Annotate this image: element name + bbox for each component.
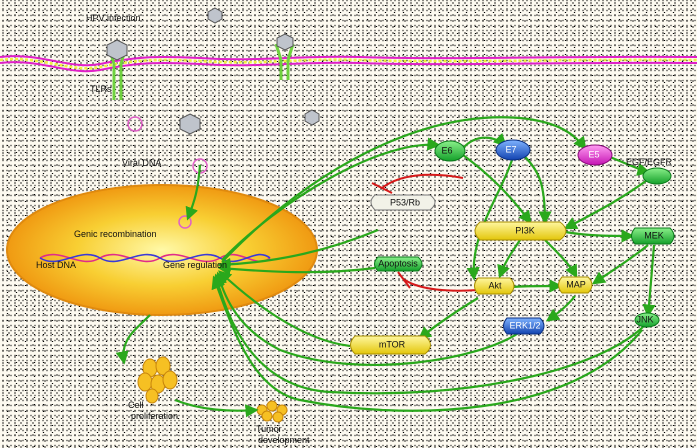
viral-dna-icon bbox=[127, 116, 208, 229]
node-mtor: mTOR bbox=[350, 335, 431, 355]
svg-text:EGF/EGFR: EGF/EGFR bbox=[626, 157, 673, 167]
svg-text:E5: E5 bbox=[588, 149, 599, 159]
tlr-receptor-2 bbox=[274, 43, 295, 80]
node-jnk: JNK bbox=[634, 312, 660, 328]
node-apoptosis: Apoptosis bbox=[374, 256, 423, 272]
label-viral-dna: Viral DNA bbox=[122, 158, 161, 168]
node-map: MAP bbox=[558, 276, 593, 294]
node-egf-egfr: EGF/EGFR bbox=[626, 157, 673, 185]
hpv-virus-icon bbox=[106, 7, 320, 135]
nucleus bbox=[6, 184, 318, 316]
cell-proliferation-icon bbox=[137, 356, 178, 404]
label-development: development bbox=[258, 435, 310, 445]
label-hpv-infection: HPV infection bbox=[86, 13, 141, 23]
svg-text:MAP: MAP bbox=[566, 279, 586, 289]
node-e7: E7 bbox=[495, 139, 531, 161]
node-pi3k: PI3K bbox=[474, 221, 567, 241]
svg-text:Akt: Akt bbox=[488, 280, 502, 290]
node-erk: ERK1/2 bbox=[503, 317, 545, 335]
node-e6: E6 bbox=[434, 140, 466, 162]
node-p53-rb: P53/Rb bbox=[370, 194, 436, 211]
svg-text:E6: E6 bbox=[441, 145, 452, 155]
svg-text:MEK: MEK bbox=[644, 230, 664, 240]
label-cell: Cell bbox=[128, 400, 144, 410]
activation-arrows bbox=[115, 116, 656, 418]
label-tlrs: TLRs bbox=[90, 84, 112, 94]
inhibition-lines bbox=[371, 173, 479, 292]
dna-strand bbox=[39, 253, 271, 263]
label-gene-regulation: Gene regulation bbox=[163, 260, 227, 270]
label-host-dna: Host DNA bbox=[36, 260, 76, 270]
node-akt: Akt bbox=[474, 277, 515, 295]
label-proliferation: proliferation bbox=[131, 411, 178, 421]
label-tumor: Tumor bbox=[256, 424, 282, 434]
node-mek: MEK bbox=[631, 227, 675, 245]
svg-text:PI3K: PI3K bbox=[515, 225, 535, 235]
svg-text:P53/Rb: P53/Rb bbox=[390, 197, 420, 207]
svg-text:E7: E7 bbox=[505, 144, 516, 154]
svg-text:ERK1/2: ERK1/2 bbox=[509, 320, 540, 330]
svg-text:Apoptosis: Apoptosis bbox=[378, 258, 418, 268]
label-genic-recombination: Genic recombination bbox=[74, 229, 157, 239]
node-e5: E5 bbox=[577, 144, 613, 166]
svg-text:mTOR: mTOR bbox=[379, 339, 406, 349]
tumor-icon bbox=[256, 400, 288, 423]
svg-text:JNK: JNK bbox=[636, 314, 653, 324]
cell-membrane bbox=[0, 55, 697, 73]
